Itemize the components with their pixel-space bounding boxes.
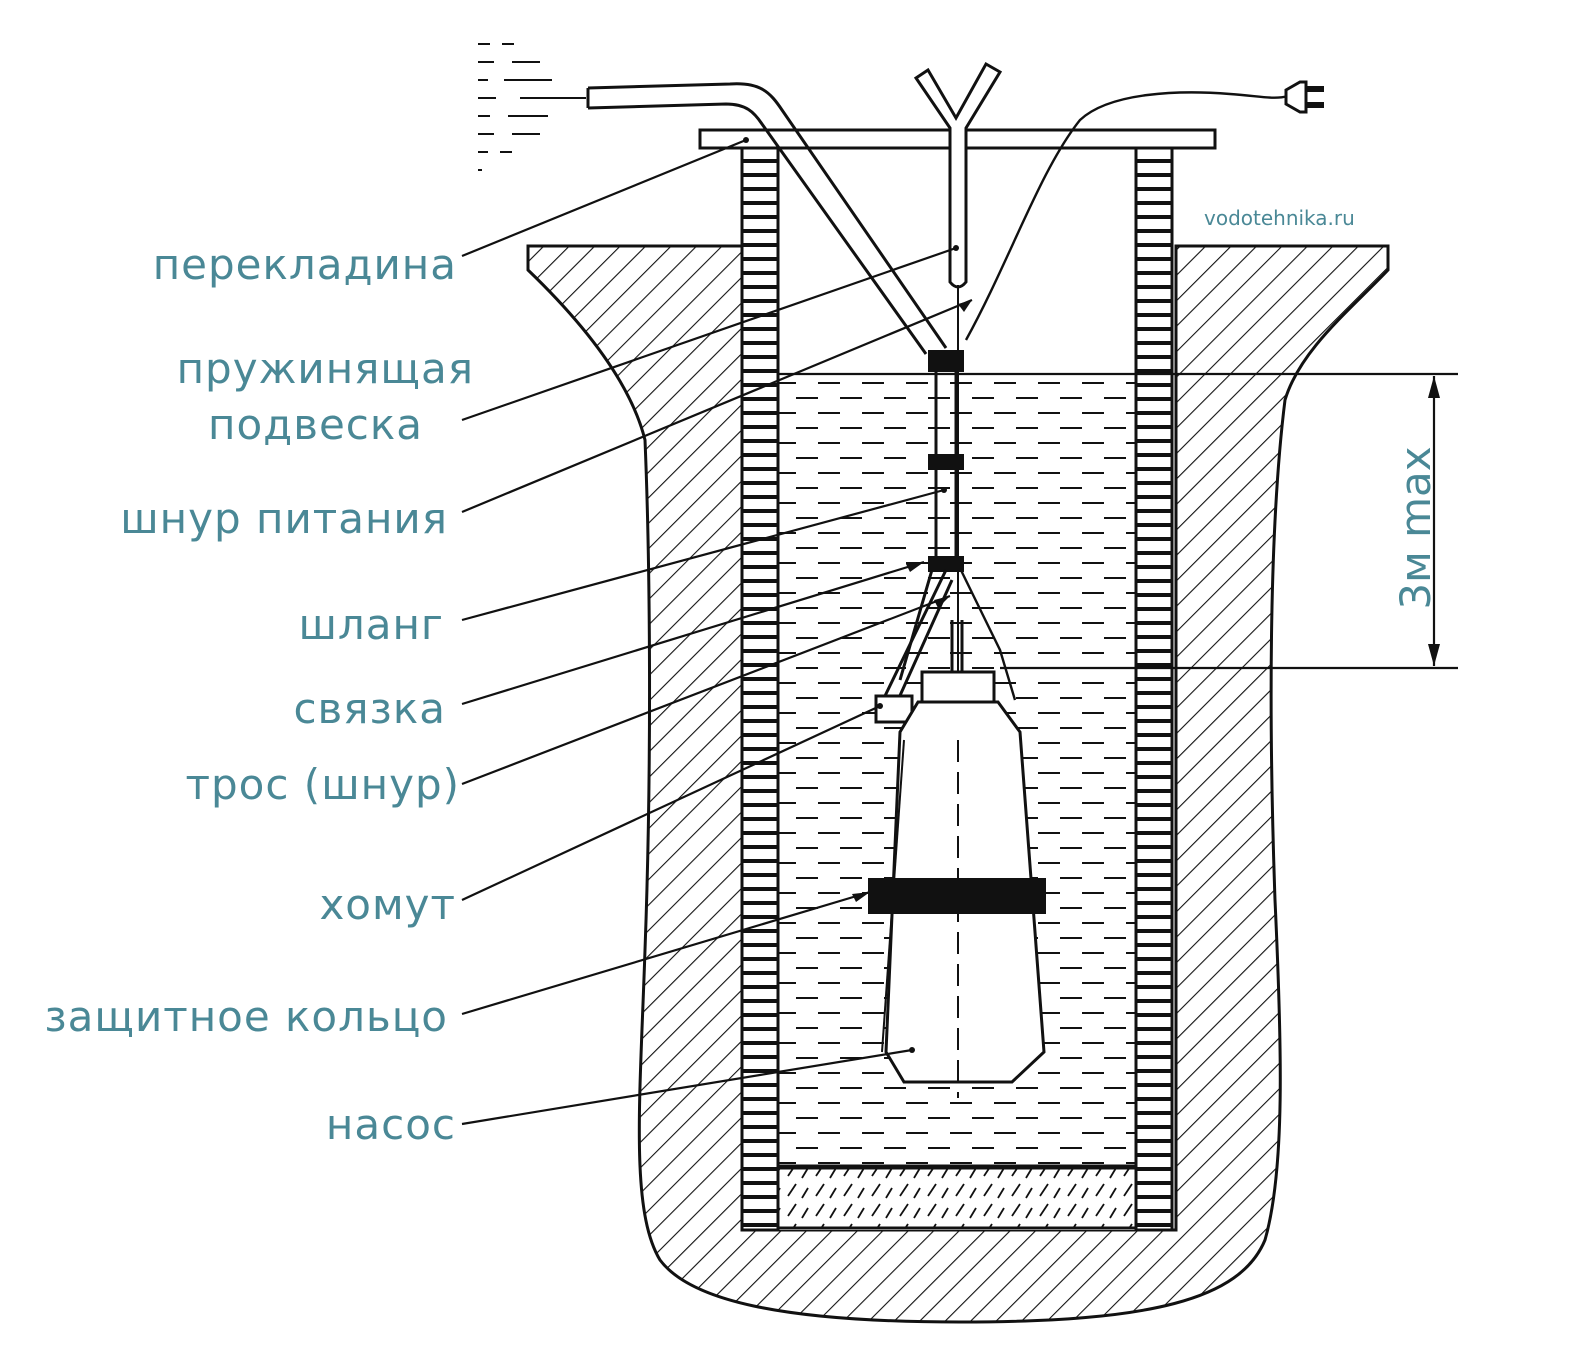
power-cord [954,91,1289,701]
water-spray [478,43,586,171]
label-clamp: хомут [319,880,456,929]
credit-text: vodotehnika.ru [1204,206,1355,230]
tie-3 [928,556,964,572]
label-spring-hanger-line2: подвеска [208,400,423,449]
leader-dots [743,137,972,1053]
plug-icon [1284,80,1324,114]
dimension-label: 3м max [1391,446,1440,610]
label-tie: связка [293,684,446,733]
ground-soil [526,244,1390,1324]
tie-2 [928,454,964,470]
dimension-arrow-bottom [1428,644,1440,666]
clamp [874,694,914,724]
leader-lines [461,138,973,1126]
dimension-arrow-top [1428,376,1440,398]
label-crossbar: перекладина [152,240,457,289]
well-wall-left [740,146,780,1232]
label-hose: шланг [298,600,444,649]
protective-ring [868,878,1046,914]
spring-hanger [913,61,1003,289]
bottom-filter [776,1166,1138,1230]
label-protective-ring: защитное кольцо [44,992,448,1041]
label-power-cord: шнур питания [120,494,448,543]
label-pump: насос [325,1100,456,1149]
label-rope: трос (шнур) [185,760,460,809]
label-spring-hanger-line1: пружинящая [176,344,474,393]
well-wall-right [1134,146,1174,1232]
tie-1 [928,350,964,372]
